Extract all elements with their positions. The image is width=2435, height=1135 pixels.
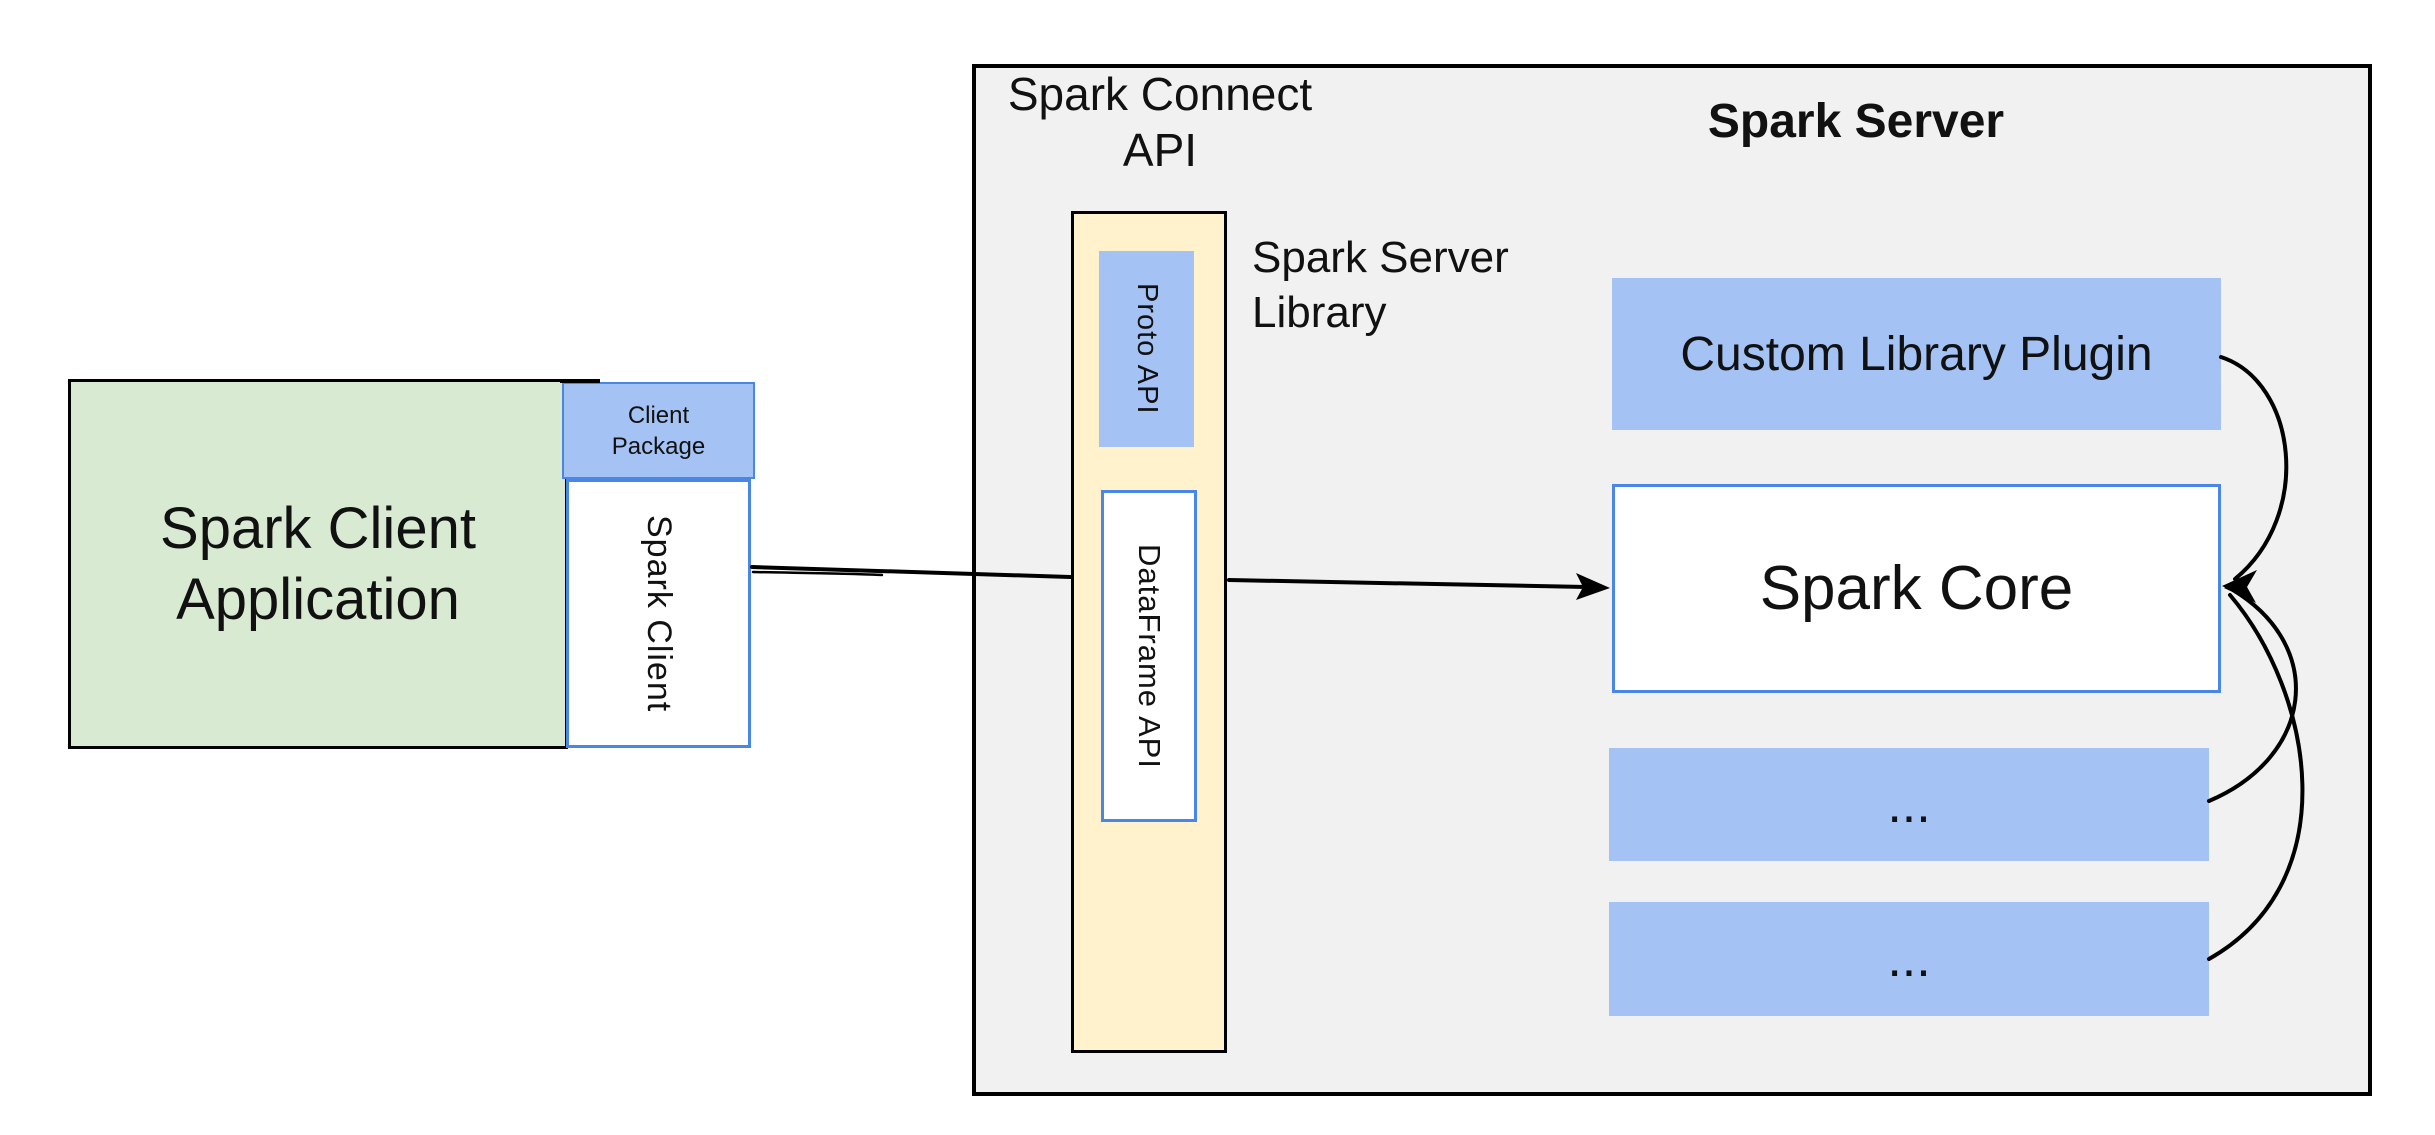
dataframe-api-box: DataFrame API	[1101, 490, 1197, 822]
server-more-box-2: ...	[1609, 902, 2209, 1016]
spark-connect-api-label: Spark Connect API	[985, 66, 1335, 178]
proto-api-box: Proto API	[1099, 251, 1194, 447]
client-package-label: Client Package	[611, 401, 706, 460]
server-more-label-2: ...	[1887, 930, 1931, 988]
spark-client-box: Spark Client	[566, 479, 751, 748]
spark-connect-api-line2: API	[1122, 124, 1198, 176]
client-package-box: Client Package	[562, 382, 755, 479]
custom-library-plugin-label: Custom Library Plugin	[1680, 327, 2153, 381]
spark-server-library-label: Spark Server Library	[1252, 233, 1509, 337]
spark-client-label: Spark Client	[640, 514, 678, 713]
spark-server-title: Spark Server	[1707, 95, 2005, 148]
server-more-label-1: ...	[1887, 775, 1931, 834]
server-more-box-1: ...	[1609, 748, 2209, 861]
custom-library-plugin-box: Custom Library Plugin	[1612, 278, 2221, 430]
spark-connect-api-line1: Spark Connect	[1007, 68, 1313, 120]
dataframe-api-label: DataFrame API	[1132, 543, 1167, 769]
arrow-client-to-connect-sketch-stroke	[751, 570, 884, 577]
proto-api-label: Proto API	[1131, 283, 1163, 415]
spark-core-box: Spark Core	[1612, 484, 2221, 693]
spark-core-label: Spark Core	[1759, 554, 2074, 623]
spark-client-application-box: Spark Client Application	[68, 379, 568, 749]
spark-client-application-label: Spark Client Application	[160, 496, 476, 632]
